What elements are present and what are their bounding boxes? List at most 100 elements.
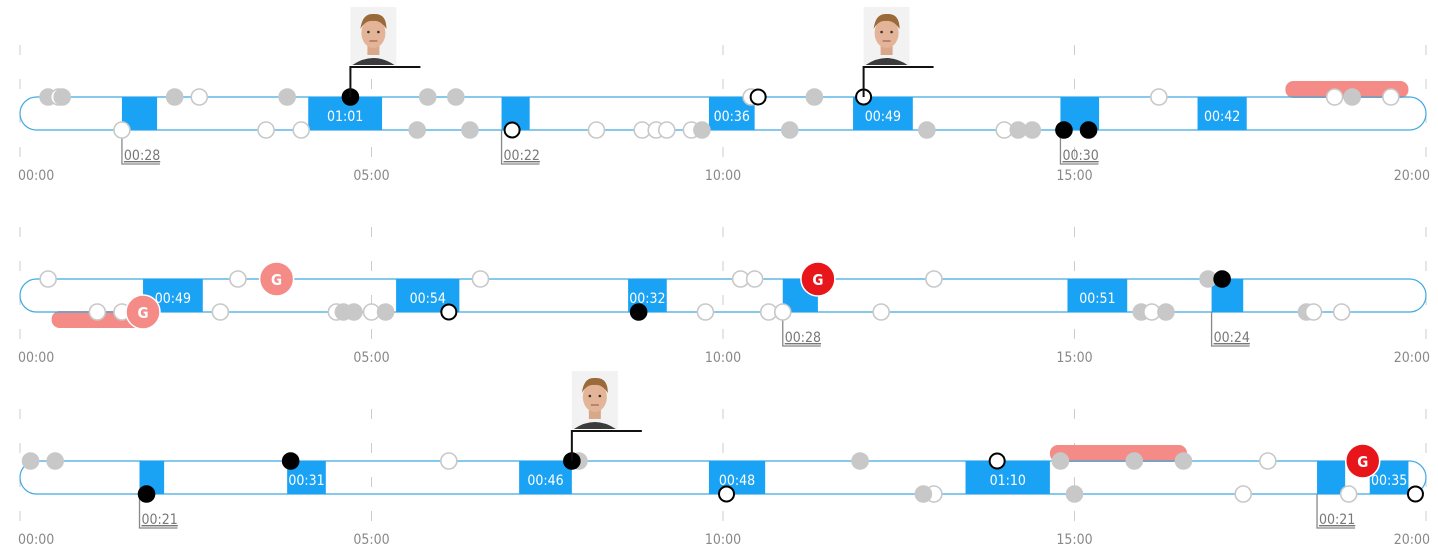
shot-marker bbox=[53, 88, 71, 106]
shot-marker bbox=[1234, 485, 1253, 503]
player-avatar-icon bbox=[570, 371, 642, 461]
x-tick-label: 05:00 bbox=[353, 168, 389, 184]
x-tick-label: 05:00 bbox=[353, 350, 389, 366]
x-tick-label: 15:00 bbox=[1056, 168, 1092, 184]
x-tick-label: 15:00 bbox=[1056, 350, 1092, 366]
possession-label: 00:46 bbox=[527, 473, 563, 489]
player-avatar-icon bbox=[349, 7, 421, 97]
possession-label: 00:49 bbox=[155, 291, 191, 307]
possession-label: 00:51 bbox=[1079, 291, 1115, 307]
x-tick-label: 20:00 bbox=[1394, 532, 1430, 548]
possession-bar bbox=[708, 461, 766, 494]
shot-marker bbox=[46, 452, 64, 470]
shot-marker bbox=[805, 88, 824, 106]
game-track bbox=[19, 278, 1427, 313]
shot-marker bbox=[292, 121, 311, 139]
annotation-label: 00:24 bbox=[1214, 330, 1250, 346]
shot-marker bbox=[988, 452, 1006, 470]
shot-marker bbox=[88, 303, 107, 321]
possession-label: 00:42 bbox=[1204, 109, 1240, 125]
x-tick-label: 20:00 bbox=[1394, 350, 1430, 366]
shot-marker bbox=[21, 452, 40, 470]
possession-label: 00:32 bbox=[629, 291, 665, 307]
possession-label: 01:01 bbox=[327, 109, 363, 125]
shot-marker bbox=[39, 270, 57, 288]
annotation-label: 00:21 bbox=[142, 512, 178, 528]
shot-marker bbox=[113, 121, 131, 139]
shot-marker bbox=[1259, 452, 1277, 470]
shot-marker bbox=[1339, 485, 1358, 503]
annotation-line bbox=[138, 494, 178, 529]
shot-marker bbox=[696, 303, 715, 321]
shot-marker bbox=[190, 88, 209, 106]
x-tick-label: 20:00 bbox=[1394, 168, 1430, 184]
annotation-line bbox=[500, 130, 540, 165]
shot-marker bbox=[925, 270, 943, 288]
shot-marker bbox=[281, 452, 300, 470]
penalty-bar bbox=[1049, 445, 1187, 462]
shot-marker bbox=[1406, 485, 1424, 503]
x-tick-label: 05:00 bbox=[353, 532, 389, 548]
shot-marker bbox=[1051, 452, 1070, 470]
goal-label: G bbox=[812, 271, 823, 289]
shot-marker bbox=[914, 485, 933, 503]
goal-label: G bbox=[1357, 453, 1368, 471]
shot-marker bbox=[1304, 303, 1323, 321]
shot-marker bbox=[693, 121, 711, 139]
goal-marker bbox=[800, 261, 836, 297]
shot-marker bbox=[440, 303, 458, 321]
shot-marker bbox=[376, 303, 395, 321]
annotation-label: 00:28 bbox=[124, 148, 160, 164]
shot-marker bbox=[345, 303, 363, 321]
shot-marker bbox=[657, 121, 676, 139]
shot-marker bbox=[165, 88, 184, 106]
possession-label: 00:35 bbox=[1371, 473, 1407, 489]
shot-marker bbox=[418, 88, 437, 106]
shot-marker bbox=[629, 303, 648, 321]
possession-label: 00:48 bbox=[719, 473, 755, 489]
shot-marker bbox=[1023, 121, 1042, 139]
x-tick-label: 10:00 bbox=[705, 532, 741, 548]
penalty-bar bbox=[1285, 81, 1409, 98]
shot-marker bbox=[278, 88, 296, 106]
annotation-label: 00:21 bbox=[1319, 512, 1355, 528]
x-tick-label: 00:00 bbox=[18, 168, 54, 184]
x-tick-label: 15:00 bbox=[1056, 532, 1092, 548]
possession-label: 00:36 bbox=[714, 109, 750, 125]
shot-marker bbox=[447, 88, 465, 106]
shot-marker bbox=[1343, 88, 1361, 106]
shot-marker bbox=[1213, 270, 1231, 288]
shot-marker bbox=[780, 121, 799, 139]
goal-label: G bbox=[137, 304, 148, 322]
possession-bar bbox=[965, 461, 1050, 494]
goal-marker bbox=[1344, 443, 1381, 479]
shot-marker bbox=[440, 452, 458, 470]
shot-marker bbox=[1382, 88, 1400, 106]
annotation-line bbox=[1316, 494, 1356, 529]
shot-marker bbox=[1325, 88, 1344, 106]
annotation-line bbox=[1210, 312, 1250, 347]
annotation-line bbox=[782, 312, 821, 347]
shot-marker bbox=[408, 121, 426, 139]
shot-marker bbox=[1332, 303, 1351, 321]
shot-marker bbox=[773, 303, 792, 321]
possession-bar bbox=[519, 461, 572, 494]
player-avatar-icon bbox=[862, 7, 934, 97]
shot-marker bbox=[503, 121, 521, 139]
shot-marker bbox=[1157, 303, 1175, 321]
x-tick-label: 00:00 bbox=[18, 350, 54, 366]
shot-marker bbox=[137, 485, 156, 503]
possession-bar bbox=[1197, 97, 1247, 130]
possession-label: 01:10 bbox=[990, 473, 1026, 489]
x-tick-label: 10:00 bbox=[705, 350, 741, 366]
shot-marker bbox=[229, 270, 247, 288]
annotation-label: 00:30 bbox=[1062, 148, 1098, 164]
shot-marker bbox=[1079, 121, 1098, 139]
shot-marker bbox=[1065, 485, 1084, 503]
shot-marker bbox=[1174, 452, 1193, 470]
shot-marker bbox=[587, 121, 606, 139]
annotation-line bbox=[121, 130, 160, 165]
shot-marker bbox=[1125, 452, 1144, 470]
game-track bbox=[19, 96, 1427, 131]
